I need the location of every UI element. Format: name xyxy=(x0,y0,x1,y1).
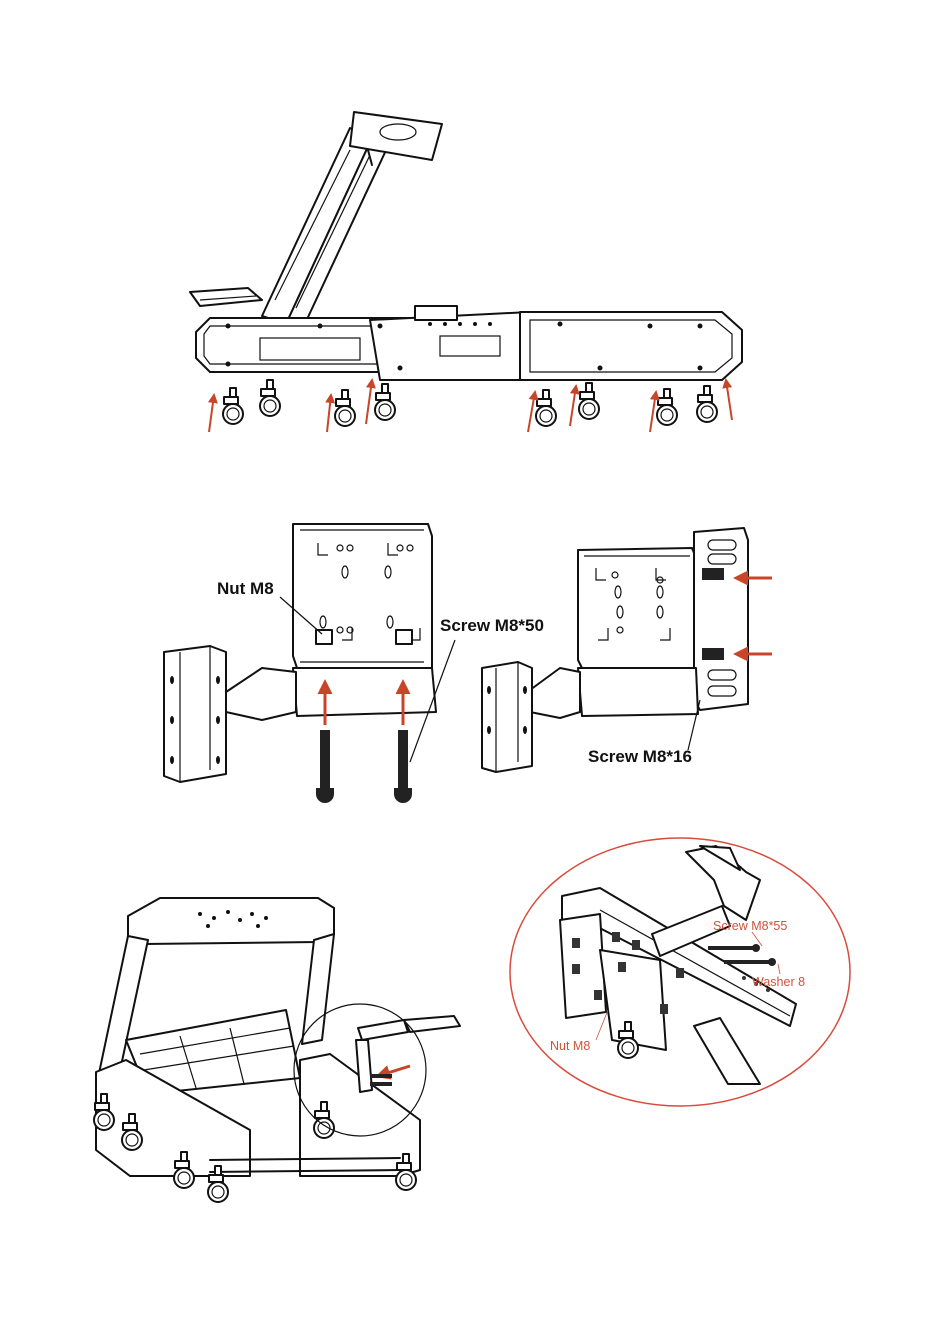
bracket-left xyxy=(164,524,455,803)
wheel-deck xyxy=(128,898,334,944)
bolt-icon xyxy=(316,730,412,803)
step1-base-frame xyxy=(190,112,742,432)
base-rails xyxy=(196,306,742,380)
label-nut-m8-detail: Nut M8 xyxy=(550,1039,590,1053)
detail-callout: Screw M8*55 Washer 8 Nut M8 xyxy=(510,838,850,1106)
label-screw-m8-16: Screw M8*16 xyxy=(588,747,692,766)
bracket-right xyxy=(482,528,772,772)
arrow-up-icon xyxy=(209,380,732,432)
bolt-icon xyxy=(370,1074,392,1086)
step2-bracket-assembly: Nut M8 Screw M8*50 Screw M8*16 xyxy=(164,524,772,803)
steering-column xyxy=(262,112,442,330)
pedal-plate xyxy=(190,288,262,306)
label-washer-8: Washer 8 xyxy=(752,975,805,989)
label-screw-m8-55: Screw M8*55 xyxy=(713,919,787,933)
caster-wheel-icon xyxy=(223,380,717,426)
label-nut-m8: Nut M8 xyxy=(217,579,274,598)
step3-full-frame xyxy=(94,898,460,1202)
label-screw-m8-50: Screw M8*50 xyxy=(440,616,544,635)
